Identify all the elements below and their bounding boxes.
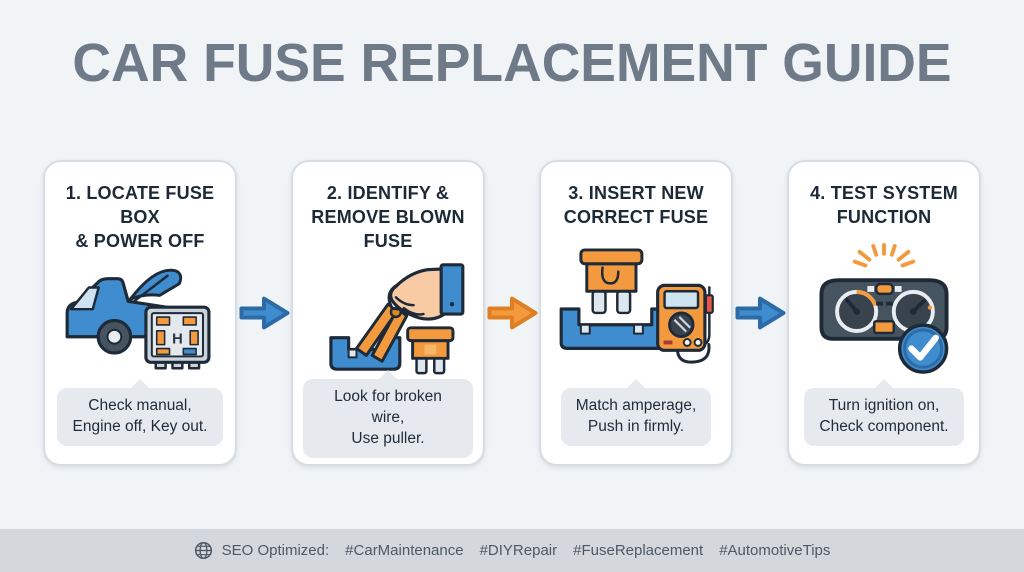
step-3-caption-line1: Match amperage, <box>575 397 697 415</box>
step-2-heading: 2. IDENTIFY & REMOVE BLOWN FUSE <box>303 182 473 253</box>
step-1-icon-area: H <box>55 253 225 388</box>
step-3-heading-line2: CORRECT FUSE <box>563 206 709 227</box>
fuse-box-icon: H <box>144 305 211 370</box>
step-card-1: 1. LOCATE FUSE BOX & POWER OFF <box>43 160 237 466</box>
page-title: CAR FUSE REPLACEMENT GUIDE <box>72 33 952 93</box>
step-1-caption-line1: Check manual, <box>88 397 192 415</box>
hand-with-fuse-puller-icon <box>329 263 465 375</box>
seo-label: SEO Optimized: <box>221 542 330 559</box>
step-3-caption-line2: Push in firmly. <box>587 418 685 436</box>
hashtag-automotive-tips: #AutomotiveTips <box>719 542 831 559</box>
step-4-heading-line1: 4. TEST SYSTEM <box>810 183 958 203</box>
check-circle-icon <box>897 323 949 374</box>
arrow-right-icon <box>735 296 786 330</box>
dashboard-with-check-icon <box>819 242 949 374</box>
blade-fuse-icon <box>579 248 644 314</box>
step-4-caption-line2: Check component. <box>819 418 949 436</box>
blade-fuse-icon <box>406 326 455 375</box>
step-2-caption-line1: Look for broken wire, <box>334 388 442 427</box>
step-3-heading: 3. INSERT NEW CORRECT FUSE <box>564 182 708 230</box>
step-3-icon-area <box>551 230 721 389</box>
step-4-heading: 4. TEST SYSTEM FUNCTION <box>810 182 958 230</box>
step-card-4: 4. TEST SYSTEM FUNCTION <box>787 160 981 466</box>
step-4-heading-line2: FUNCTION <box>836 206 932 227</box>
step-3-caption-bubble: Match amperage, Push in firmly. <box>560 379 712 446</box>
step-card-3: 3. INSERT NEW CORRECT FUSE <box>539 160 733 466</box>
step-1-heading-line1: 1. LOCATE FUSE BOX <box>65 183 215 227</box>
hashtag-car-maintenance: #CarMaintenance <box>345 542 464 559</box>
step-2-icon-area <box>303 253 473 379</box>
globe-icon <box>194 541 213 560</box>
flow-arrow-1 <box>237 160 291 466</box>
step-2-caption-line2: Use puller. <box>351 430 425 448</box>
step-card-2: 2. IDENTIFY & REMOVE BLOWN FUSE <box>291 160 485 466</box>
fuse-box-letter: H <box>172 331 183 347</box>
step-2-heading-line1: 2. IDENTIFY & <box>326 183 450 203</box>
steps-row: 1. LOCATE FUSE BOX & POWER OFF <box>43 160 981 466</box>
step-4-icon-area <box>799 230 969 389</box>
step-1-heading: 1. LOCATE FUSE BOX & POWER OFF <box>55 182 225 253</box>
multimeter-icon <box>656 283 714 364</box>
flow-arrow-2 <box>485 160 539 466</box>
glow-rays-icon <box>852 242 916 268</box>
step-4-caption-bubble: Turn ignition on, Check component. <box>804 379 964 446</box>
arrow-right-icon <box>487 296 538 330</box>
footer-bar: SEO Optimized: #CarMaintenance #DIYRepai… <box>0 529 1024 572</box>
step-2-caption-bubble: Look for broken wire, Use puller. <box>303 370 473 459</box>
hashtag-fuse-replacement: #FuseReplacement <box>573 542 704 559</box>
arrow-right-icon <box>239 296 290 330</box>
step-3-heading-line1: 3. INSERT NEW <box>568 183 704 203</box>
step-1-heading-line2: & POWER OFF <box>75 230 205 251</box>
step-2-heading-line2: REMOVE BLOWN FUSE <box>311 206 465 251</box>
fuse-socket-icon <box>559 307 672 350</box>
step-4-caption-line1: Turn ignition on, <box>828 397 940 415</box>
hashtag-diy-repair: #DIYRepair <box>479 542 558 559</box>
car-hood-open-with-fuse-box-icon: H <box>65 268 211 370</box>
flow-arrow-3 <box>733 160 787 466</box>
fuse-insert-with-multimeter-icon <box>559 248 714 364</box>
step-1-caption-bubble: Check manual, Engine off, Key out. <box>57 379 223 446</box>
step-1-caption-line2: Engine off, Key out. <box>72 418 208 436</box>
